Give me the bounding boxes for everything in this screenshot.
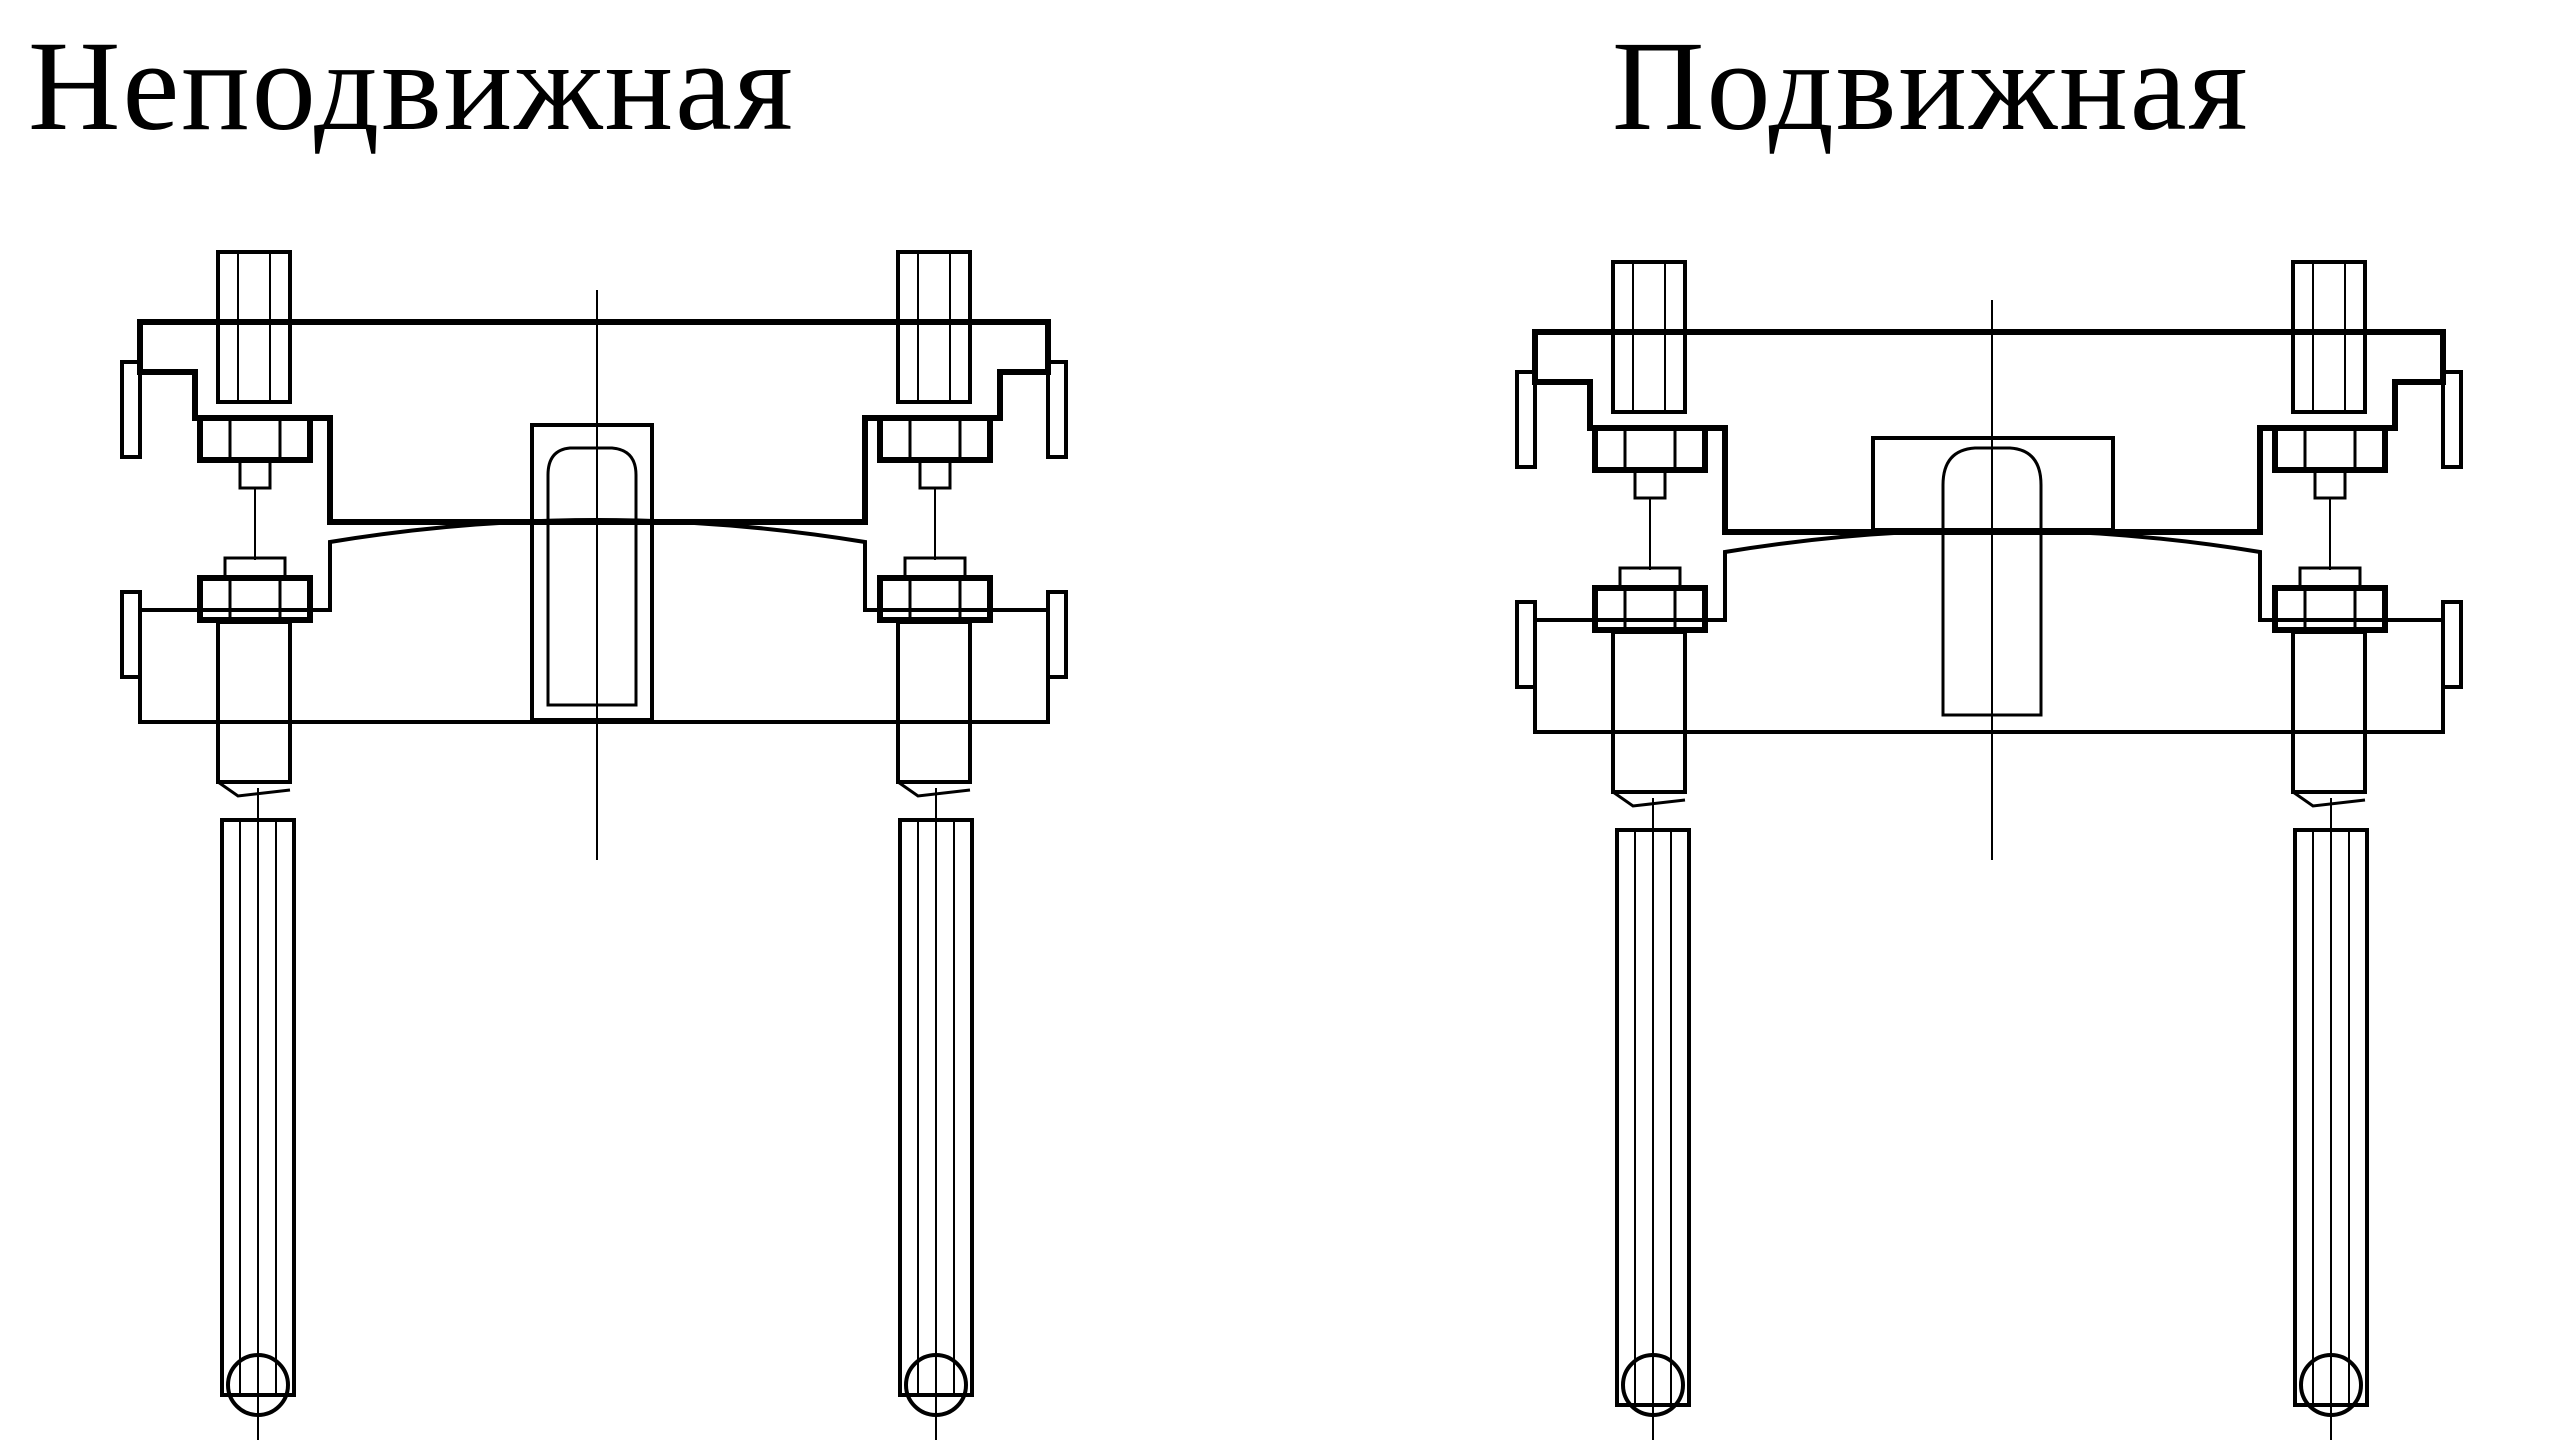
left-rod-fixed bbox=[197, 250, 313, 1440]
upper-plate bbox=[1532, 329, 2446, 535]
upper-plate bbox=[137, 319, 1051, 525]
title-movable: Подвижная bbox=[1612, 15, 2250, 157]
left-rod-movable bbox=[1592, 260, 1708, 1440]
rod-shaft bbox=[216, 620, 292, 784]
lower-plate bbox=[138, 518, 1050, 724]
upper-nut-right bbox=[877, 415, 993, 463]
center-frame bbox=[530, 423, 654, 722]
right-rod-fixed bbox=[877, 250, 993, 1440]
rod-top-stub bbox=[216, 250, 292, 404]
upper-plate-left-lug bbox=[120, 360, 142, 459]
lower-nut-left bbox=[197, 575, 313, 623]
lower-plate-right-lug bbox=[1046, 590, 1068, 679]
lower-nut-right bbox=[877, 575, 993, 623]
title-fixed: Неподвижная bbox=[28, 15, 795, 157]
center-nut bbox=[546, 446, 638, 707]
upper-plate-right-lug bbox=[1046, 360, 1068, 459]
fixed-support-assembly bbox=[120, 250, 1068, 1440]
right-rod-movable bbox=[2272, 260, 2388, 1440]
upper-nut-left bbox=[197, 415, 313, 463]
center-nut bbox=[1941, 446, 2043, 717]
movable-support-assembly bbox=[1515, 260, 2463, 1440]
lower-plate-left-lug bbox=[120, 590, 142, 679]
